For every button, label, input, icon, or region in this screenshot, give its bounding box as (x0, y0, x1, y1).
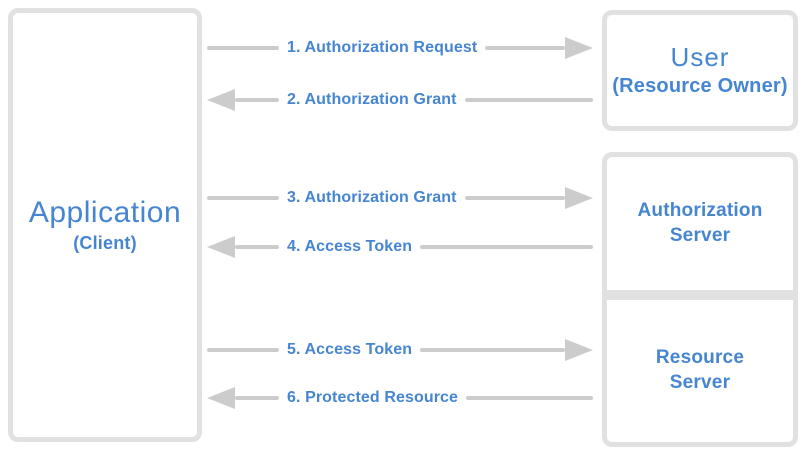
user-subtitle: (Resource Owner) (612, 74, 788, 97)
arrow-label: 6. Protected Resource (287, 389, 459, 406)
application-subtitle: (Client) (73, 232, 137, 253)
arrowhead-left-icon (207, 236, 235, 258)
resource-server-label: Resource Server (655, 347, 745, 393)
user-title: User (670, 42, 730, 73)
arrow-line (485, 46, 565, 50)
arrow-line (466, 396, 593, 400)
arrow-access-token-to-resource: 5. Access Token (207, 338, 593, 362)
arrow-label: 1. Authorization Request (287, 39, 478, 56)
arrow-line (420, 245, 593, 249)
arrow-line (235, 245, 279, 249)
arrow-label: 2. Authorization Grant (287, 91, 457, 108)
arrow-access-token-to-app: 4. Access Token (207, 235, 593, 259)
arrow-protected-resource: 6. Protected Resource (207, 386, 593, 410)
arrow-label: 4. Access Token (287, 238, 413, 255)
arrow-authorization-grant-to-server: 3. Authorization Grant (207, 186, 593, 210)
arrow-line (235, 396, 279, 400)
arrow-line (420, 348, 565, 352)
application-box: Application (Client) (8, 8, 202, 442)
arrow-authorization-grant-to-app: 2. Authorization Grant (207, 88, 593, 112)
arrow-line (464, 196, 565, 200)
application-title: Application (28, 196, 182, 230)
authorization-server-box: Authorization Server (602, 152, 798, 295)
arrowhead-left-icon (207, 387, 235, 409)
arrow-line (235, 98, 279, 102)
arrow-line (207, 196, 279, 200)
arrow-label: 3. Authorization Grant (287, 189, 457, 206)
arrowhead-right-icon (565, 339, 593, 361)
arrow-line (464, 98, 593, 102)
user-box: User (Resource Owner) (602, 10, 798, 131)
arrowhead-right-icon (565, 187, 593, 209)
arrow-line (207, 46, 279, 50)
resource-server-box: Resource Server (602, 295, 798, 447)
authorization-server-label: Authorization Server (637, 199, 763, 246)
arrow-authorization-request: 1. Authorization Request (207, 36, 593, 60)
arrowhead-right-icon (565, 37, 593, 59)
arrowhead-left-icon (207, 89, 235, 111)
arrow-line (207, 348, 279, 352)
arrow-label: 5. Access Token (287, 341, 413, 358)
